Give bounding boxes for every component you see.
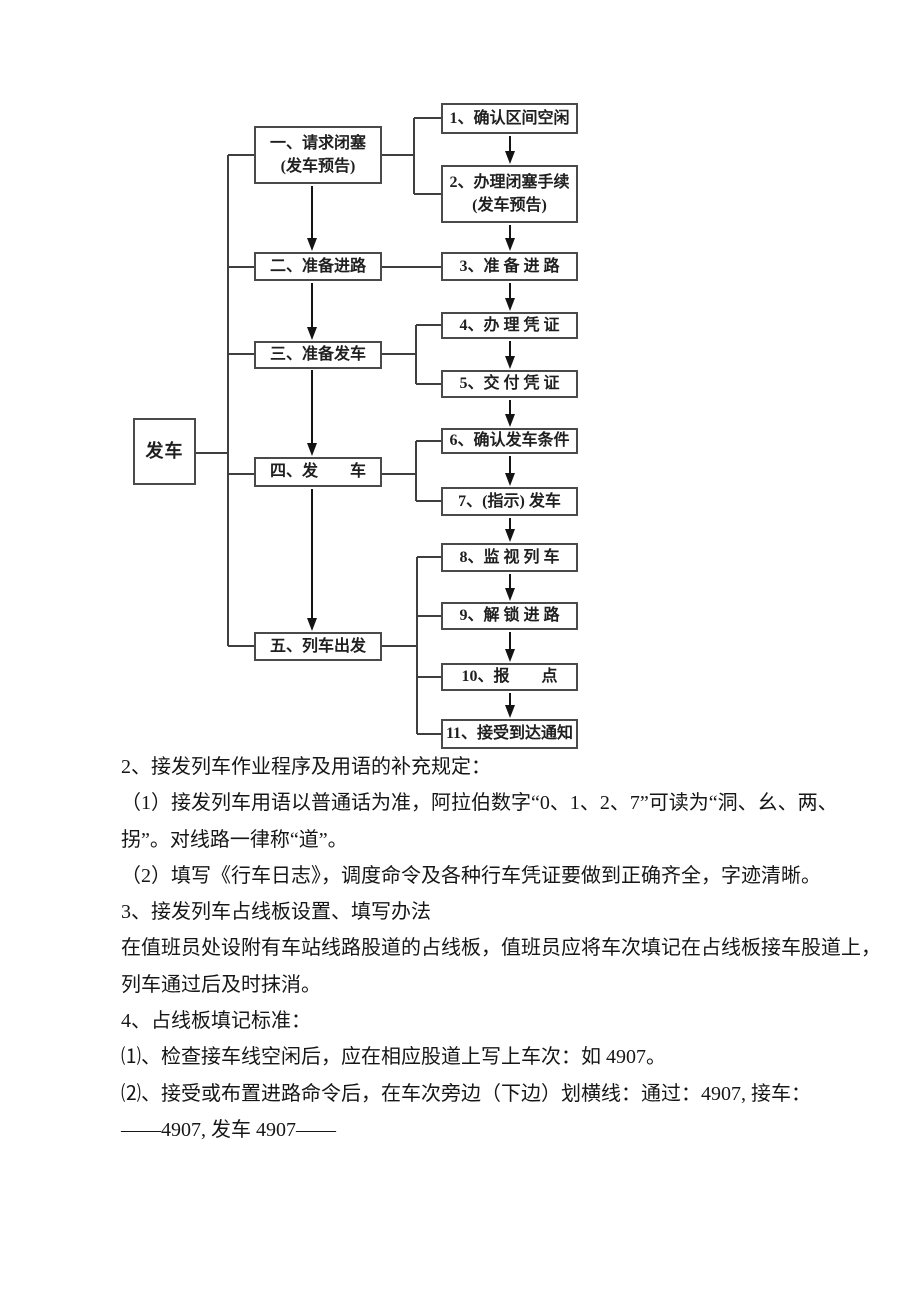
- flow-step-7-label: 7、(指示) 发车: [458, 492, 561, 510]
- flow-step-10: 10、报 点: [441, 663, 578, 691]
- flow-step-2: 2、办理闭塞手续 (发车预告): [441, 165, 578, 223]
- text-line-rule-1a: （1）接发列车用语以普通话为准，阿拉伯数字“0、1、2、7”可读为“洞、幺、两、: [121, 792, 838, 815]
- flow-step-8-label: 8、监 视 列 车: [459, 548, 560, 566]
- flow-step-1-label: 1、确认区间空闲: [449, 109, 570, 127]
- flow-step-1: 1、确认区间空闲: [441, 103, 578, 134]
- flow-stage-5-label: 五、列车出发: [269, 637, 366, 655]
- flow-step-7: 7、(指示) 发车: [441, 487, 578, 516]
- text-line-rule-1b: 拐”。对线路一律称“道”。: [121, 828, 348, 851]
- flow-stage-4: 四、发 车: [254, 457, 382, 487]
- flow-step-3-label: 3、准 备 进 路: [459, 257, 560, 275]
- flow-step-2-sublabel: (发车预告): [472, 197, 547, 214]
- flow-stage-5: 五、列车出发: [254, 632, 382, 661]
- flow-step-5: 5、交 付 凭 证: [441, 370, 578, 398]
- flow-stage-3: 三、准备发车: [254, 341, 382, 369]
- flow-step-11: 11、接受到达通知: [441, 719, 578, 749]
- text-line-standard-2: ⑵、接受或布置进路命令后，在车次旁边（下边）划横线：通过：4907, 接车：: [121, 1082, 811, 1105]
- text-line-board-body-2: 列车通过后及时抹消。: [121, 973, 321, 996]
- flow-step-9-label: 9、解 锁 进 路: [459, 607, 560, 625]
- text-line-standard-example: ——4907, 发车 4907——: [121, 1118, 336, 1141]
- text-line-standard-heading: 4、占线板填记标准：: [121, 1010, 311, 1033]
- flow-stage-2: 二、准备进路: [254, 252, 382, 281]
- text-line-board-body-1: 在值班员处设附有车站线路股道的占线板，值班员应将车次填记在占线板接车股道上，: [121, 937, 881, 960]
- flow-stage-1: 一、请求闭塞 (发车预告): [254, 126, 382, 184]
- flow-stage-2-label: 二、准备进路: [269, 257, 366, 275]
- flowchart-connectors: [196, 117, 515, 735]
- flow-stage-1-sublabel: (发车预告): [280, 158, 356, 175]
- flow-stage-1-label: 一、请求闭塞: [269, 134, 366, 152]
- flow-step-4-label: 4、办 理 凭 证: [459, 316, 560, 334]
- flow-step-10-label: 10、报 点: [461, 668, 558, 686]
- flow-step-4: 4、办 理 凭 证: [441, 312, 578, 339]
- flow-step-6: 6、确认发车条件: [441, 428, 578, 454]
- flow-step-5-label: 5、交 付 凭 证: [459, 375, 560, 393]
- text-line-supplementary-heading: 2、接发列车作业程序及用语的补充规定：: [121, 756, 491, 778]
- text-line-board-heading: 3、接发列车占线板设置、填写办法: [121, 901, 431, 924]
- text-line-standard-1: ⑴、检查接车线空闲后，应在相应股道上写上车次：如 4907。: [121, 1046, 666, 1069]
- flow-step-3: 3、准 备 进 路: [441, 252, 578, 281]
- flow-box-depart: 发车: [133, 418, 196, 485]
- flow-step-6-label: 6、确认发车条件: [449, 432, 570, 450]
- flow-step-11-label: 11、接受到达通知: [445, 725, 574, 743]
- flow-stage-3-label: 三、准备发车: [269, 346, 366, 364]
- flow-box-depart-label: 发车: [145, 441, 184, 462]
- flow-stage-4-label: 四、发 车: [269, 463, 366, 481]
- flow-step-8: 8、监 视 列 车: [441, 543, 578, 572]
- text-line-rule-2: （2）填写《行车日志》，调度命令及各种行车凭证要做到正确齐全，字迹清晰。: [121, 864, 821, 887]
- body-text: 2、接发列车作业程序及用语的补充规定： （1）接发列车用语以普通话为准，阿拉伯数…: [121, 749, 881, 1148]
- flow-step-2-label: 2、办理闭塞手续: [449, 173, 570, 191]
- flow-step-9: 9、解 锁 进 路: [441, 602, 578, 630]
